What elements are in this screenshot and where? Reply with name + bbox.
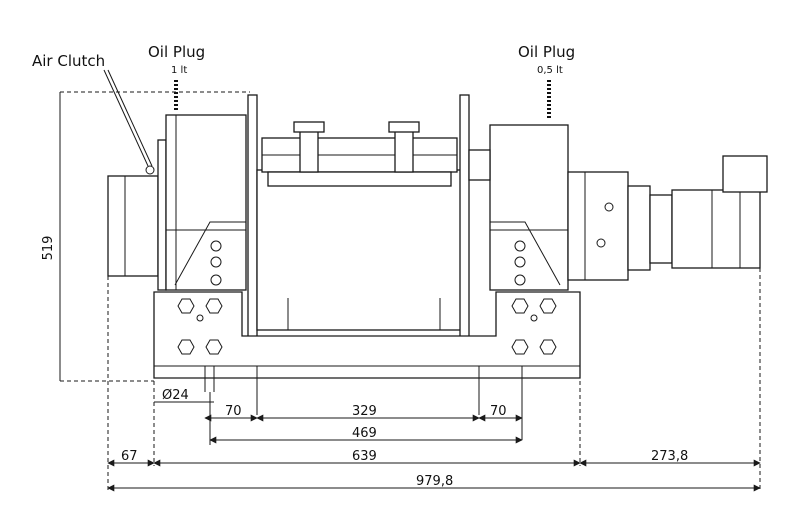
height-value: 519 <box>41 236 56 261</box>
base-length-value: 639 <box>352 449 377 464</box>
base-frame <box>153 291 581 379</box>
left-bolt-pattern <box>177 298 223 355</box>
oil-plug-right-volume: 0,5 lt <box>537 65 563 76</box>
left-spacing-value: 70 <box>225 404 242 419</box>
mount-span-value: 469 <box>352 426 377 441</box>
drum <box>256 169 463 331</box>
left-gear-housing <box>165 114 247 291</box>
left-overhang-value: 67 <box>121 449 138 464</box>
brake-housing <box>567 171 629 281</box>
air-clutch-housing <box>107 175 159 277</box>
oil-plug-left-volume: 1 lt <box>171 65 187 76</box>
right-bolt-pattern <box>511 298 557 355</box>
oil-plug-right-annotation: Oil Plug 0,5 lt <box>518 43 575 120</box>
mount-span-dimension: 469 <box>209 392 523 445</box>
oil-plug-left-annotation: Oil Plug 1 lt <box>148 43 205 112</box>
oil-plug-left-label: Oil Plug <box>148 43 205 61</box>
winch-body <box>107 94 768 440</box>
hydraulic-motor <box>671 189 761 269</box>
hole-diameter-dimension: Ø24 <box>154 388 214 403</box>
right-side-plate <box>459 94 470 338</box>
spacing-dimension-row: 70 329 70 <box>204 404 523 422</box>
air-clutch-label: Air Clutch <box>32 52 105 70</box>
right-overhang-value: 273,8 <box>651 449 688 464</box>
center-spacing-value: 329 <box>352 404 377 419</box>
overall-length-dimension: 979,8 <box>107 474 761 492</box>
overall-breakdown-dimension-row: 67 639 273,8 <box>107 268 761 492</box>
left-side-plate <box>247 94 258 338</box>
overall-length-value: 979,8 <box>416 474 453 489</box>
oil-plug-right-label: Oil Plug <box>518 43 575 61</box>
hole-diameter-value: Ø24 <box>162 388 189 403</box>
air-clutch-annotation: Air Clutch <box>32 52 155 175</box>
right-gear-housing <box>489 124 569 291</box>
right-spacing-value: 70 <box>490 404 507 419</box>
height-dimension: 519 <box>41 91 250 382</box>
